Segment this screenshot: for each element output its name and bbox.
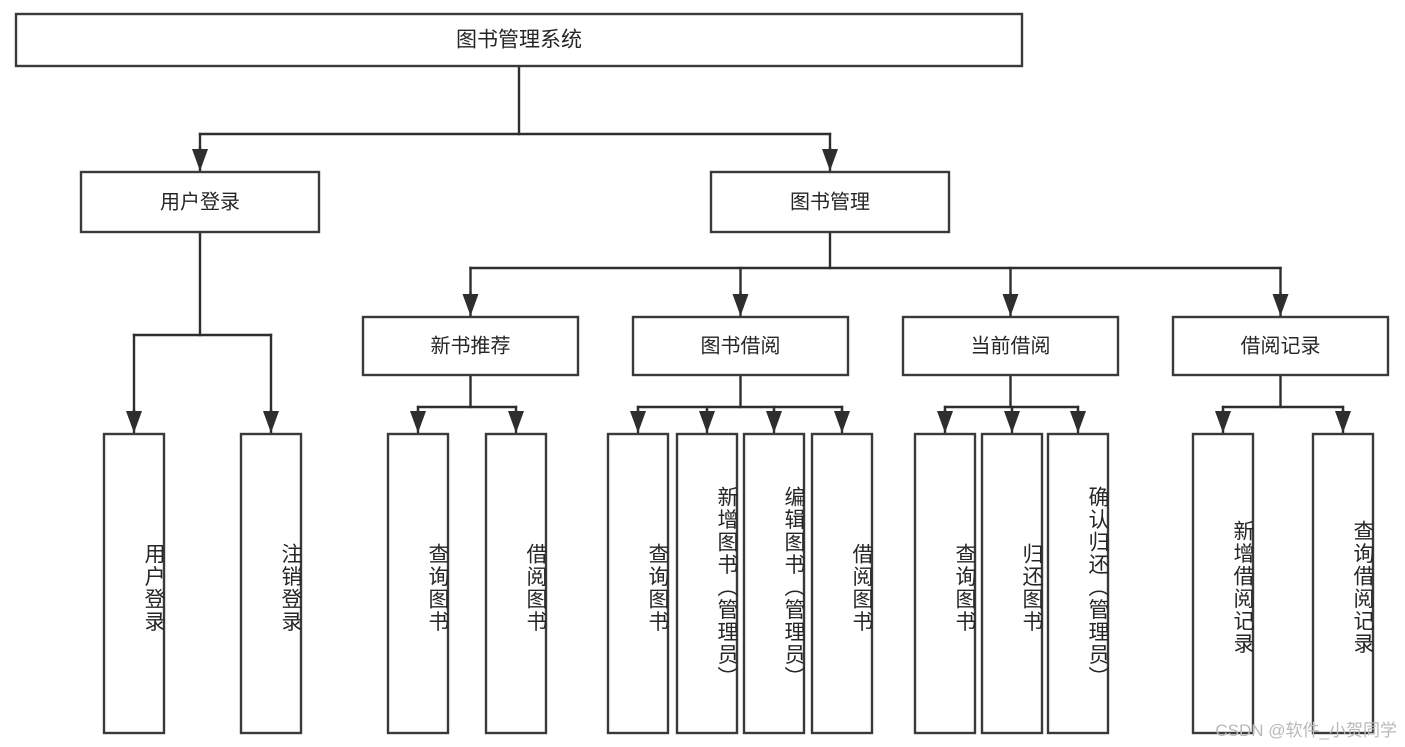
node-borrow-record-box[interactable] (1171, 315, 1390, 377)
arrow-head-icon-to-current-borrow (1002, 294, 1019, 316)
node-leaf-add-borrow-record-box[interactable] (1191, 432, 1255, 735)
arrow-head-icon-to-leaf-add-borrow-record (1215, 411, 1231, 433)
node-root-box[interactable] (14, 12, 1024, 68)
node-new-book-recommend-label: 新书推荐 (431, 334, 511, 357)
node-leaf-user-login-box[interactable] (102, 432, 166, 735)
watermark-text: CSDN @软件_小贺同学 (1215, 721, 1397, 740)
arrow-head-icon-to-book-borrow (732, 294, 749, 316)
connector-layer (126, 64, 1351, 434)
node-leaf-return-book-box[interactable] (980, 432, 1044, 735)
arrow-head-icon-to-leaf-borrow-book-2 (834, 411, 850, 433)
node-user-login-box[interactable] (79, 170, 321, 234)
node-leaf-query-borrow-record-box[interactable] (1311, 432, 1375, 735)
arrow-head-icon-to-leaf-return-book (1004, 411, 1020, 433)
node-leaf-logout-login-box[interactable] (239, 432, 303, 735)
node-leaf-edit-book-box[interactable] (742, 432, 806, 735)
arrow-head-icon-to-leaf-edit-book (766, 411, 782, 433)
node-new-book-recommend-box[interactable] (361, 315, 580, 377)
node-book-manage-box[interactable] (709, 170, 951, 234)
node-borrow-record-label: 借阅记录 (1241, 334, 1321, 357)
arrow-head-icon-to-leaf-query-book-2 (630, 411, 646, 433)
node-box-layer (14, 12, 1390, 735)
node-leaf-query-book-2-box[interactable] (606, 432, 670, 735)
node-book-manage-label: 图书管理 (790, 190, 870, 213)
arrow-head-icon-to-leaf-add-book (699, 411, 715, 433)
node-leaf-borrow-book-2-box[interactable] (810, 432, 874, 735)
node-leaf-confirm-return-box[interactable] (1046, 432, 1110, 735)
node-root-label: 图书管理系统 (456, 29, 582, 52)
arrow-head-icon-to-leaf-user-login (126, 411, 142, 433)
arrow-head-icon-to-leaf-confirm-return (1070, 411, 1086, 433)
node-leaf-borrow-book-1-box[interactable] (484, 432, 548, 735)
node-book-borrow-label: 图书借阅 (701, 334, 781, 357)
arrow-head-icon-to-leaf-logout-login (263, 411, 279, 433)
node-current-borrow-label: 当前借阅 (971, 334, 1051, 357)
arrow-head-icon-to-leaf-query-book-1 (410, 411, 426, 433)
arrow-head-icon-to-book-manage (822, 149, 838, 171)
node-book-borrow-box[interactable] (631, 315, 850, 377)
node-current-borrow-box[interactable] (901, 315, 1120, 377)
arrow-head-icon-to-borrow-record (1272, 294, 1289, 316)
node-leaf-add-book-box[interactable] (675, 432, 739, 735)
node-leaf-query-book-1-box[interactable] (386, 432, 450, 735)
arrow-head-icon-to-user-login (192, 149, 208, 171)
node-user-login-label: 用户登录 (160, 190, 240, 213)
arrow-head-icon-to-new-book-recommend (462, 294, 479, 316)
arrow-head-icon-to-leaf-borrow-book-1 (508, 411, 524, 433)
arrow-head-icon-to-leaf-query-book-3 (937, 411, 953, 433)
arrow-head-icon-to-leaf-query-borrow-record (1335, 411, 1351, 433)
node-leaf-query-book-3-box[interactable] (913, 432, 977, 735)
